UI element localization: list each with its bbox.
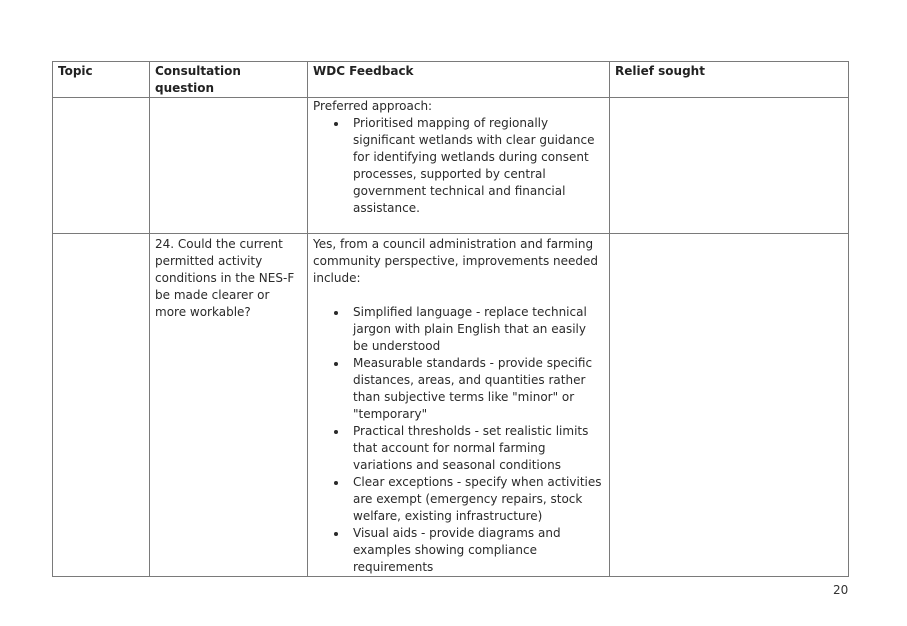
header-relief-sought: Relief sought [609,61,849,98]
list-item: Prioritised mapping of regionally signif… [334,115,604,217]
header-wdc-feedback: WDC Feedback [307,61,610,98]
cell-feedback: Preferred approach: Prioritised mapping … [307,97,610,234]
table-header-row: Topic Consultation question WDC Feedback… [52,61,849,98]
page-number: 20 [833,583,849,597]
header-consultation-question: Consultation question [149,61,308,98]
table-row: 24. Could the current permitted activity… [52,233,849,577]
cell-topic [52,233,150,577]
spacer [313,287,604,304]
header-topic: Topic [52,61,150,98]
list-item: Practical thresholds - set realistic lim… [334,423,604,474]
feedback-bullet-list: Simplified language - replace technical … [313,304,604,576]
table-row: Preferred approach: Prioritised mapping … [52,97,849,234]
cell-question [149,97,308,234]
list-item: Clear exceptions - specify when activiti… [334,474,604,525]
feedback-intro: Preferred approach: [313,99,433,113]
cell-topic [52,97,150,234]
feedback-bullet-list: Prioritised mapping of regionally signif… [313,115,604,217]
cell-relief [609,233,849,577]
list-item: Measurable standards - provide specific … [334,355,604,423]
feedback-table: Topic Consultation question WDC Feedback… [52,61,849,577]
cell-relief [609,97,849,234]
cell-feedback: Yes, from a council administration and f… [307,233,610,577]
list-item: Visual aids - provide diagrams and examp… [334,525,604,576]
list-item: Simplified language - replace technical … [334,304,604,355]
feedback-intro: Yes, from a council administration and f… [313,237,598,285]
cell-question: 24. Could the current permitted activity… [149,233,308,577]
